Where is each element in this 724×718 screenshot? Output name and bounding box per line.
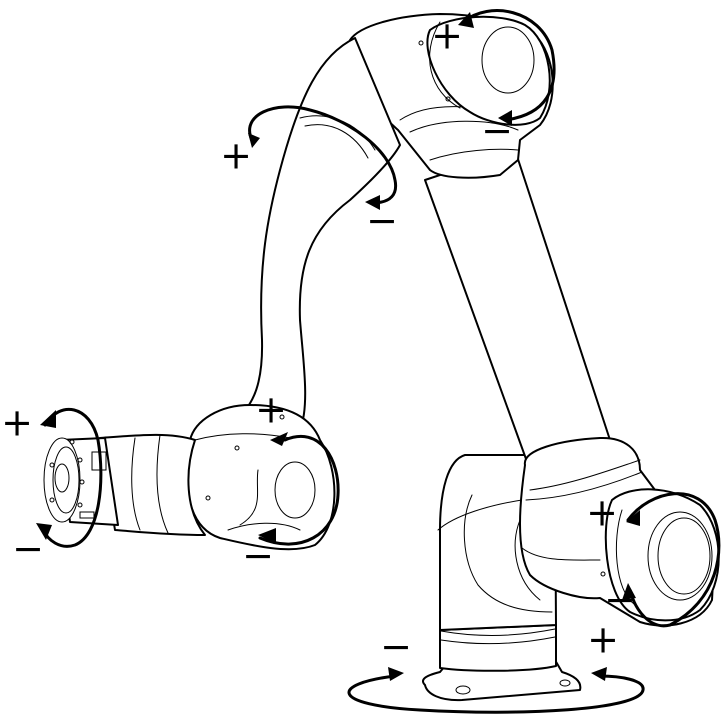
shoulder-joint [519,436,720,627]
rotation-signs: + − + − + − + − + − + − [1,14,636,669]
shoulder-rotation-arrow-icon [622,492,721,628]
base-minus-sign: − [380,625,412,669]
elbow-plus-sign: + [220,134,252,178]
elbow-minus-sign: − [366,199,398,243]
tool-flange-minus-sign: − [12,527,44,571]
wrist-plus-sign: + [255,388,287,432]
elbow-rotation-arrow-icon [248,105,398,210]
tool-flange-plus-sign: + [1,401,33,445]
robot-base [422,624,582,702]
upper-joint-rotation-arrow-icon [458,9,556,126]
wrist-joint [185,404,336,551]
upper-joint-plus-sign: + [431,14,463,58]
elbow-joint [349,13,554,179]
shoulder-plus-sign: + [586,491,618,535]
upper-arm-tube [424,149,611,471]
base-rotation-arrow-icon [347,667,645,714]
base-plus-sign: + [587,618,619,662]
tool-flange-body [43,433,206,536]
upper-joint-minus-sign: − [481,109,513,153]
wrist-rotation-arrow-icon [258,432,340,546]
shoulder-minus-sign: − [604,578,636,622]
tool-flange-rotation-arrow-icon [36,407,103,548]
wrist-minus-sign: − [242,534,274,578]
